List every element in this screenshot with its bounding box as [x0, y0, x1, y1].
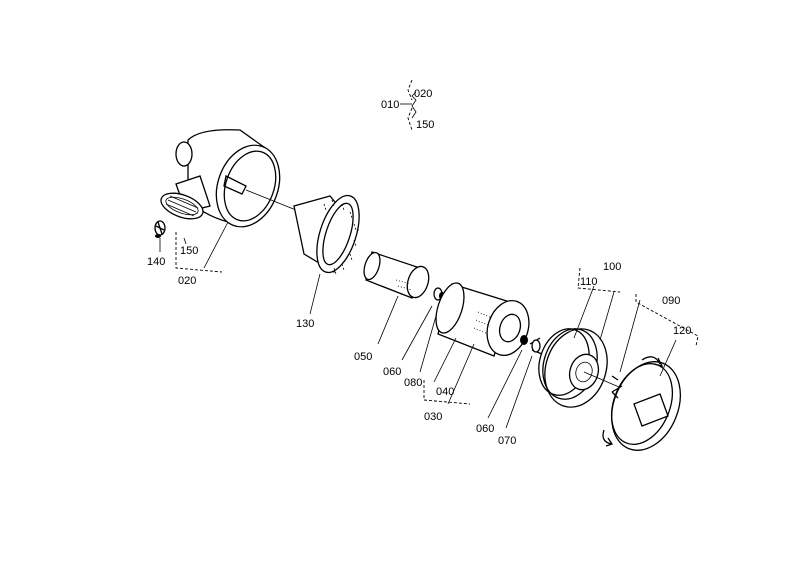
wing-nut-060-070: 060 070 [476, 335, 543, 447]
callout-140: 140 [147, 256, 165, 268]
callout-100: 100 [603, 261, 621, 273]
callout-090: 090 [662, 295, 680, 307]
housing-bracket: 150 140 020 [147, 221, 229, 287]
callout-080: 080 [404, 377, 422, 389]
end-cap-120: 090 120 [602, 294, 699, 451]
callout-060-a: 060 [383, 366, 401, 378]
cover-110: 110 100 [538, 261, 641, 408]
dust-baffle-130: 130 [293, 194, 360, 330]
callout-130: 130 [296, 318, 314, 330]
nut-060-washer-080: 060 080 [383, 287, 445, 389]
callout-040: 040 [436, 386, 454, 398]
callout-020: 020 [178, 275, 196, 287]
callout-020-top: 020 [414, 88, 432, 100]
callout-150-top: 150 [416, 119, 434, 131]
callout-030: 030 [424, 411, 442, 423]
callout-010: 010 [381, 99, 399, 111]
callout-060-b: 060 [476, 423, 494, 435]
safety-element-050: 050 [354, 251, 430, 363]
callout-120: 120 [673, 325, 691, 337]
callout-070: 070 [498, 435, 516, 447]
filter-element-040: 040 030 [423, 282, 530, 423]
air-cleaner-housing [160, 129, 297, 228]
callout-050: 050 [354, 351, 372, 363]
callout-110: 110 [580, 276, 598, 288]
reference-bracket-group: 010 020 150 [381, 79, 434, 131]
callout-150: 150 [180, 245, 198, 257]
vacuator-valve-140 [154, 220, 166, 252]
